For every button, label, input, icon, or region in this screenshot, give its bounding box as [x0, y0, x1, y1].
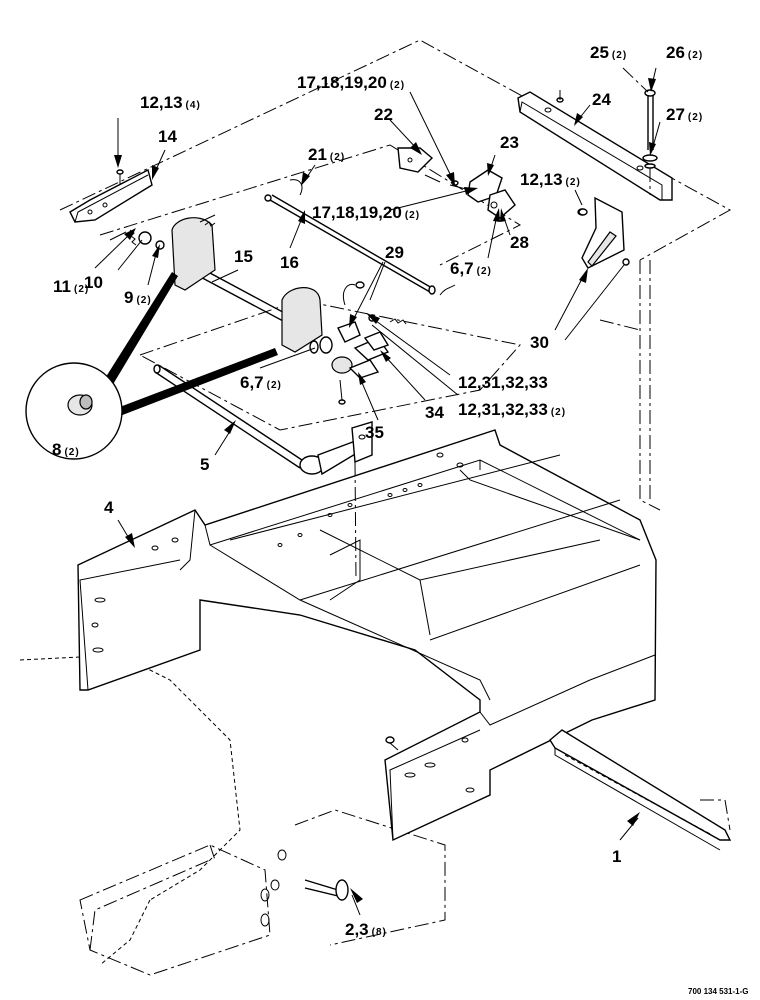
- callout-17-20-mid: 17,18,19,20(2): [312, 203, 420, 222]
- hitch-mount-plate: [79, 844, 287, 976]
- part-5-shaft: [153, 364, 373, 581]
- callout-30: 30: [530, 333, 549, 352]
- callout-9: 9(2): [124, 288, 152, 307]
- callout-35: 35: [365, 423, 384, 442]
- leader-arrows: [94, 67, 661, 916]
- callout-15: 15: [234, 247, 253, 266]
- part-30-plate: [577, 196, 630, 269]
- detail-circle-part-8: [25, 272, 278, 460]
- bolt-2-3: [304, 879, 349, 901]
- callout-12-13-left: 12,13(4): [140, 93, 201, 112]
- callout-28: 28: [510, 233, 529, 252]
- part-16-rod: [264, 179, 456, 296]
- callout-22: 22: [374, 105, 393, 124]
- part-14-bracket: [69, 168, 216, 250]
- callout-12-13-right: 12,13(2): [520, 170, 581, 189]
- callout-4: 4: [104, 498, 114, 517]
- callout-12-31-32-33-qty: 12,31,32,33(2): [458, 400, 566, 419]
- reference-number: 700 134 531-1-G: [688, 987, 749, 996]
- bolt-12-13: [385, 208, 588, 751]
- part-24-bar: [517, 89, 673, 500]
- callout-14: 14: [158, 127, 177, 146]
- callout-1: 1: [612, 847, 621, 866]
- callout-11: 11(2): [53, 277, 89, 296]
- callout-27: 27(2): [666, 105, 703, 124]
- callout-8: 8(2): [52, 440, 80, 459]
- callout-5: 5: [200, 455, 209, 474]
- callout-17-20-top: 17,18,19,20(2): [297, 73, 405, 92]
- callout-10: 10: [84, 273, 103, 292]
- callout-34: 34: [425, 403, 444, 422]
- callout-6-7-upper: 6,7(2): [450, 259, 492, 278]
- callout-12-31-32-33: 12,31,32,33: [458, 373, 548, 392]
- parts-22-23-28: [397, 147, 516, 219]
- callout-29: 29: [385, 243, 404, 262]
- callout-16: 16: [280, 253, 299, 272]
- callout-23: 23: [500, 133, 519, 152]
- callout-24: 24: [592, 90, 611, 109]
- callout-26: 26(2): [666, 43, 703, 62]
- main-frame: [77, 429, 657, 842]
- callout-21: 21(2): [308, 145, 345, 164]
- callout-labels: 1 2,3(8) 4 5 6,7(2) 6,7(2) 8(2) 9(2) 10 …: [52, 43, 703, 939]
- part-15-shaft-paddles: [171, 217, 333, 354]
- callout-2-3: 2,3(8): [345, 920, 387, 939]
- callout-25: 25(2): [590, 43, 627, 62]
- part-1-bracket: [549, 729, 732, 851]
- callout-6-7-lower: 6,7(2): [240, 373, 282, 392]
